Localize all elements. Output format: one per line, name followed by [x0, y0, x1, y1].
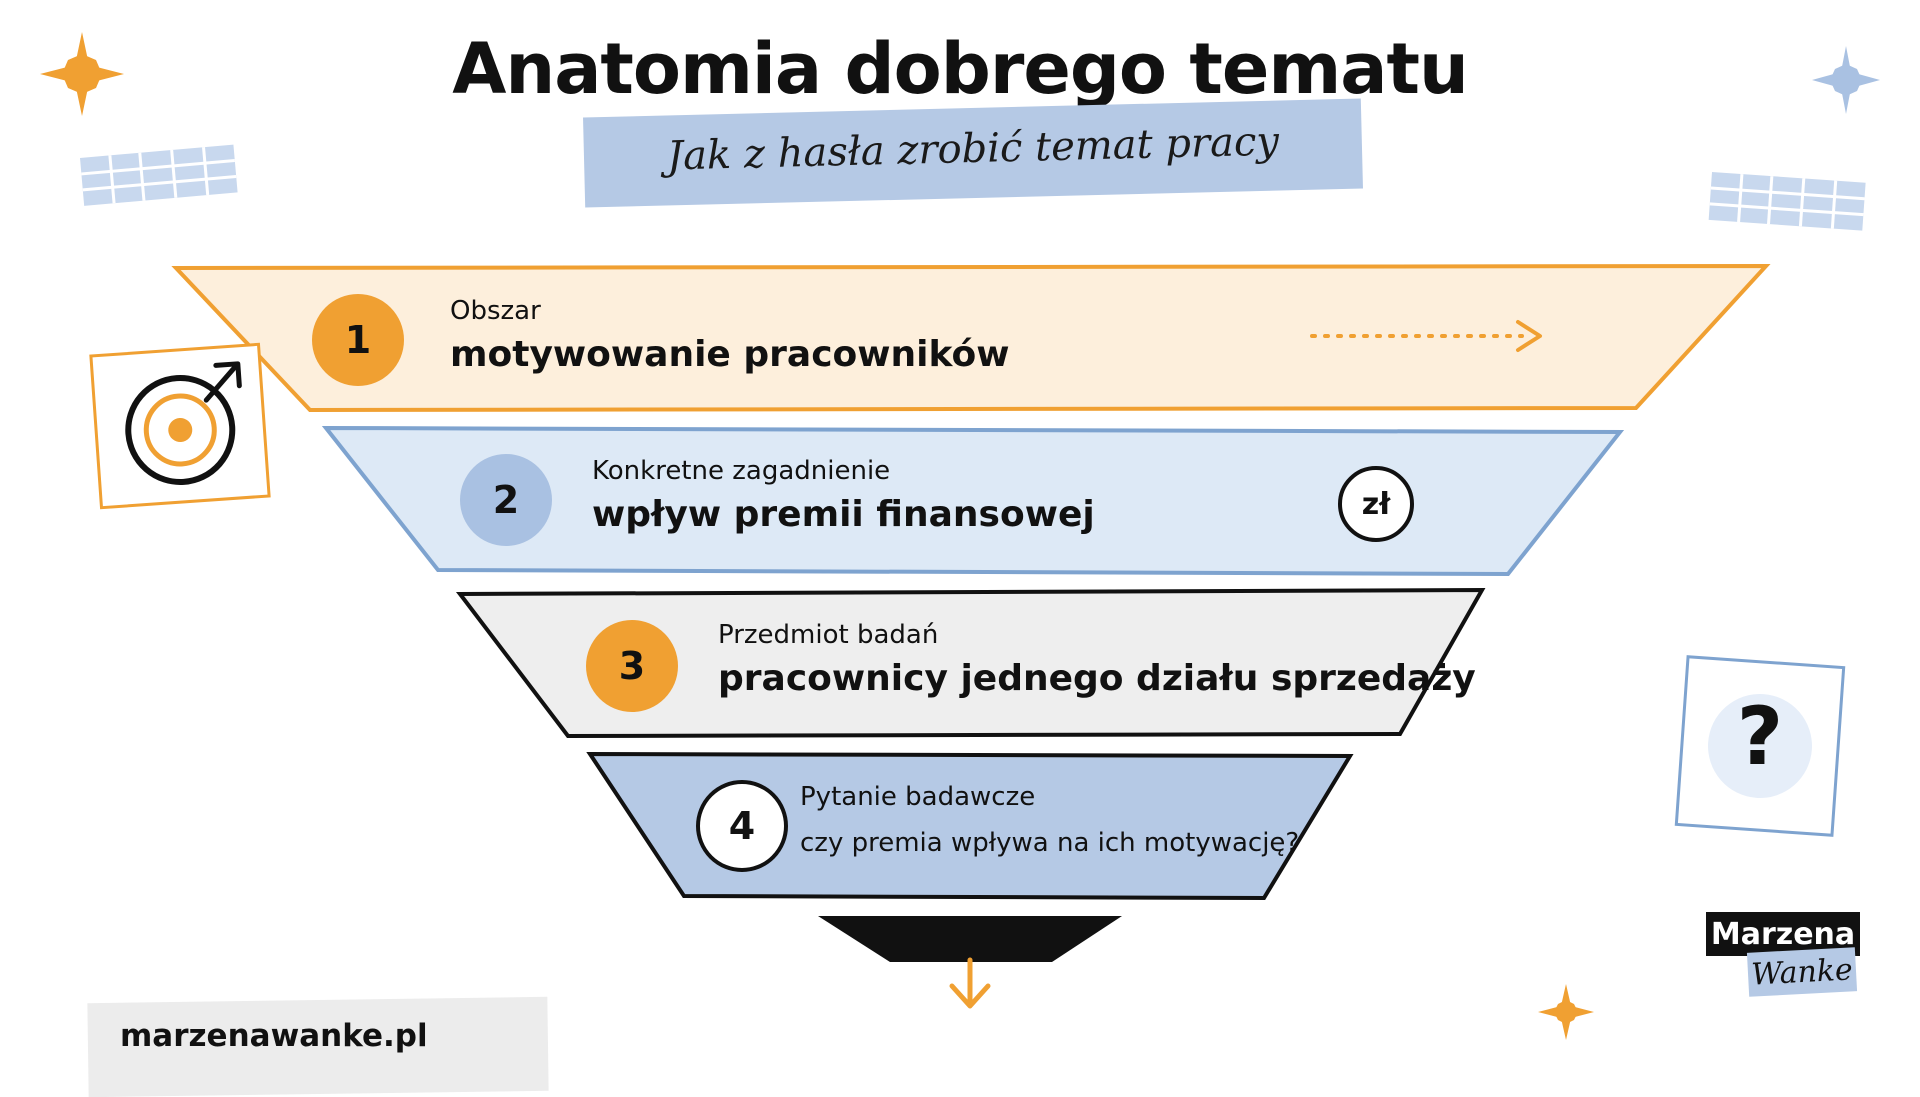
target-icon	[89, 342, 271, 510]
funnel-level-4	[586, 751, 1354, 901]
level-1-number: 1	[312, 294, 404, 386]
arrow-right-icon	[1310, 320, 1542, 352]
level-2-number: 2	[460, 454, 552, 546]
currency-badge: zł	[1338, 466, 1414, 542]
level-4-label: Pytanie badawcze	[800, 782, 1036, 812]
star-icon	[40, 32, 124, 116]
brand-logo-last-name: Wanke	[1746, 947, 1858, 997]
funnel-level-1	[171, 263, 1771, 413]
arrow-down-icon	[949, 957, 991, 1009]
level-2-value: wpływ premii finansowej	[592, 494, 1095, 535]
level-3-value: pracownicy jednego działu sprzedaży	[718, 658, 1476, 699]
star-icon	[1538, 984, 1594, 1040]
funnel-level-2	[321, 425, 1625, 577]
level-4-value: czy premia wpływa na ich motywację?	[800, 828, 1300, 858]
question-card	[1674, 655, 1846, 837]
funnel-level-3	[455, 587, 1486, 739]
page-title: Anatomia dobrego tematu	[452, 28, 1469, 110]
star-icon	[1812, 46, 1880, 114]
level-1-label: Obszar	[450, 296, 541, 326]
question-mark-icon: ?	[1736, 690, 1784, 783]
level-3-number: 3	[586, 620, 678, 712]
grid-tape-icon	[79, 144, 238, 206]
website-link[interactable]: marzenawanke.pl	[120, 1018, 428, 1054]
level-1-value: motywowanie pracowników	[450, 334, 1010, 375]
level-3-label: Przedmiot badań	[718, 620, 939, 650]
level-2-label: Konkretne zagadnienie	[592, 456, 891, 486]
grid-tape-icon	[1708, 172, 1866, 231]
level-4-number: 4	[696, 780, 788, 872]
funnel-spout	[818, 916, 1122, 962]
